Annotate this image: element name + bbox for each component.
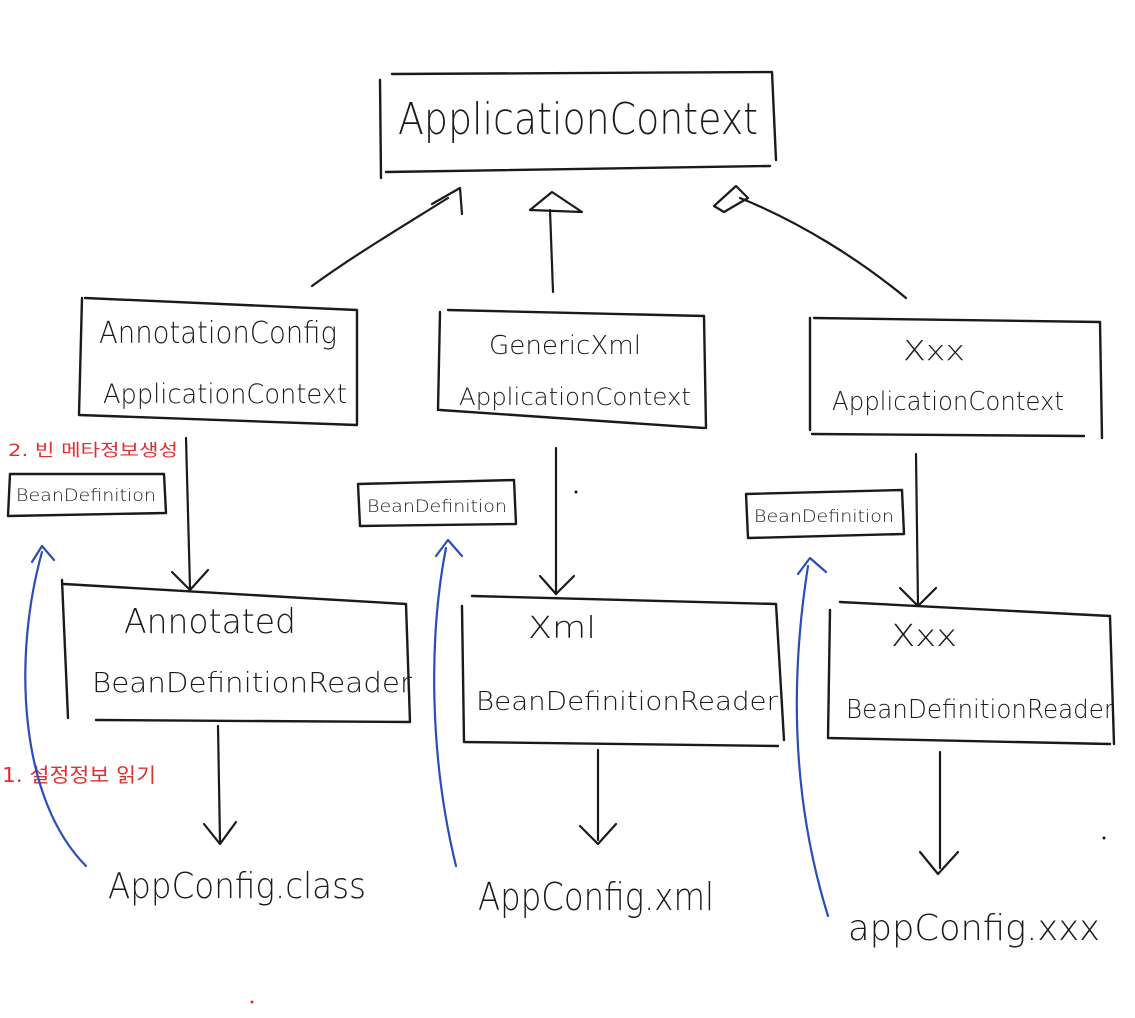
stray-dot xyxy=(1102,836,1106,840)
annotation-config-context-box xyxy=(77,296,359,427)
flow-arrow-3-head xyxy=(796,556,828,576)
xml-reader-node: Xml BeanDefinitionReader xyxy=(460,594,786,748)
annotated-reader-line2: BeanDefinitionReader xyxy=(92,666,412,699)
xml-reader-line1: Xml xyxy=(528,611,596,646)
inherit-arrow-center-head xyxy=(528,190,584,214)
generic-xml-context-box xyxy=(436,308,708,430)
annotated-reader-node: Annotated BeanDefinitionReader xyxy=(60,578,412,724)
annotation-config-context-node: AnnotationConfig ApplicationContext xyxy=(77,296,359,427)
flow-arrow-1-line xyxy=(24,550,88,868)
bean-definition-1-box xyxy=(6,472,168,518)
xxx-reader-line1: Xxx xyxy=(891,619,957,654)
annotated-reader-box xyxy=(60,578,412,724)
stray-dot xyxy=(574,490,578,494)
arrow-reader1-config-head xyxy=(202,820,238,846)
inherit-arrow-right-head xyxy=(712,184,750,214)
xxx-reader-node: Xxx BeanDefinitionReader xyxy=(826,600,1116,746)
arrow-reader1-config-line xyxy=(216,724,222,844)
arrow-context1-reader-head xyxy=(170,568,210,592)
xxx-context-node: Xxx ApplicationContext xyxy=(808,316,1104,440)
bean-definition-2: BeanDefinition xyxy=(356,478,518,528)
inherit-arrow-left-line xyxy=(310,196,450,288)
inherit-arrow-left-head xyxy=(430,186,464,216)
flow-arrow-2-line xyxy=(433,546,458,868)
xxx-context-line1: Xxx xyxy=(903,334,965,367)
xxx-context-line2: ApplicationContext xyxy=(832,387,1064,417)
bean-definition-1-label: BeanDefinition xyxy=(16,486,156,506)
arrow-context1-reader-line xyxy=(184,436,192,590)
inherit-arrow-right-line xyxy=(738,196,908,300)
bean-definition-1: BeanDefinition xyxy=(6,472,168,518)
xml-reader-box xyxy=(460,594,786,748)
bean-definition-3-label: BeanDefinition xyxy=(754,507,894,527)
step2-note: 2. 빈 메타정보생성 xyxy=(8,441,178,461)
application-context-node: ApplicationContext xyxy=(378,70,778,180)
annotation-config-context-line2: ApplicationContext xyxy=(103,379,347,410)
annotated-reader-line1: Annotated xyxy=(124,602,296,642)
bean-definition-2-label: BeanDefinition xyxy=(367,497,507,517)
bean-definition-2-box xyxy=(356,478,518,528)
config-1-label: AppConfig.class xyxy=(108,866,366,907)
arrow-context3-reader-line xyxy=(914,452,920,608)
generic-xml-context-line1: GenericXml xyxy=(489,331,641,361)
arrow-reader3-config-head xyxy=(918,850,960,876)
xxx-context-box xyxy=(808,316,1104,440)
flow-arrow-2-head xyxy=(434,538,464,558)
bean-definition-3-box xyxy=(744,488,906,540)
context-to-reader-arrows xyxy=(170,436,938,608)
config-2-label: AppConfig.xml xyxy=(478,875,714,919)
xxx-reader-line2: BeanDefinitionReader xyxy=(846,695,1114,725)
application-context-label: ApplicationContext xyxy=(398,94,758,145)
inherit-arrow-center-line xyxy=(548,208,555,294)
xxx-reader-box xyxy=(826,600,1116,746)
stray-dot xyxy=(250,1000,254,1004)
reader-to-config-arrows xyxy=(202,724,960,876)
arrow-reader2-config-head xyxy=(578,822,618,846)
config-3-label: appConfig.xxx xyxy=(848,908,1100,949)
flow-arrow-3-line xyxy=(795,564,830,918)
annotation-config-context-line1: AnnotationConfig xyxy=(99,316,337,351)
xml-reader-line2: BeanDefinitionReader xyxy=(476,687,778,717)
flow-arrow-1-head xyxy=(30,544,56,564)
flow-arrows xyxy=(24,538,830,918)
generic-xml-context-node: GenericXml ApplicationContext xyxy=(436,308,708,430)
bean-definition-3: BeanDefinition xyxy=(744,488,906,540)
inheritance-arrows xyxy=(310,184,908,300)
application-context-box xyxy=(378,70,778,180)
generic-xml-context-line2: ApplicationContext xyxy=(459,383,691,411)
step1-note: 1. 설정정보 읽기 xyxy=(2,763,156,787)
arrow-context2-reader-head xyxy=(538,574,576,596)
